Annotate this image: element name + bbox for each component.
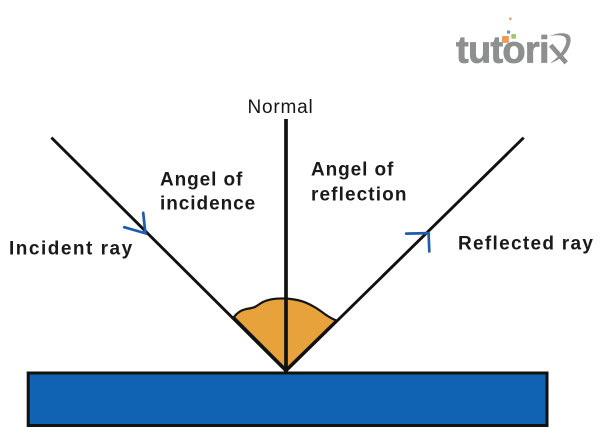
svg-text:Reflected ray: Reflected ray: [458, 234, 594, 255]
svg-text:Incident ray: Incident ray: [9, 239, 134, 260]
svg-text:reflection: reflection: [311, 185, 408, 206]
svg-text:Angel of: Angel of: [160, 170, 243, 191]
svg-text:Normal: Normal: [248, 97, 314, 118]
svg-text:incidence: incidence: [160, 194, 256, 215]
svg-text:Angel of: Angel of: [311, 160, 394, 181]
svg-text:tutori: tutori: [456, 29, 549, 71]
